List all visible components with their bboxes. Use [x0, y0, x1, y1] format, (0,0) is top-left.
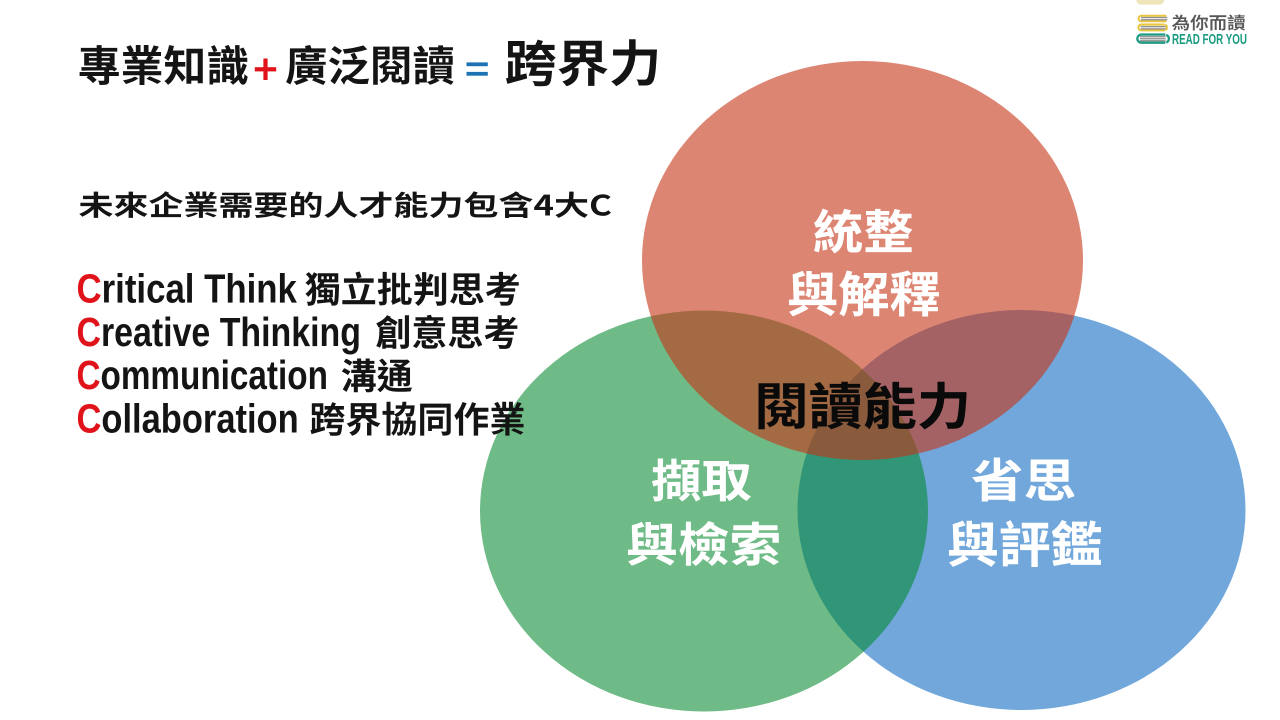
svg-text:C: C	[77, 397, 102, 442]
svg-text:C: C	[77, 267, 102, 312]
svg-text:READ FOR YOU: READ FOR YOU	[1172, 31, 1247, 48]
svg-text:ritical Think: ritical Think	[102, 267, 298, 312]
svg-text:reative Thinking: reative Thinking	[101, 309, 361, 355]
svg-text:C: C	[77, 309, 101, 355]
svg-text:ommunication: ommunication	[101, 352, 328, 398]
svg-text:C: C	[77, 352, 101, 398]
svg-text:ollaboration: ollaboration	[101, 397, 298, 442]
